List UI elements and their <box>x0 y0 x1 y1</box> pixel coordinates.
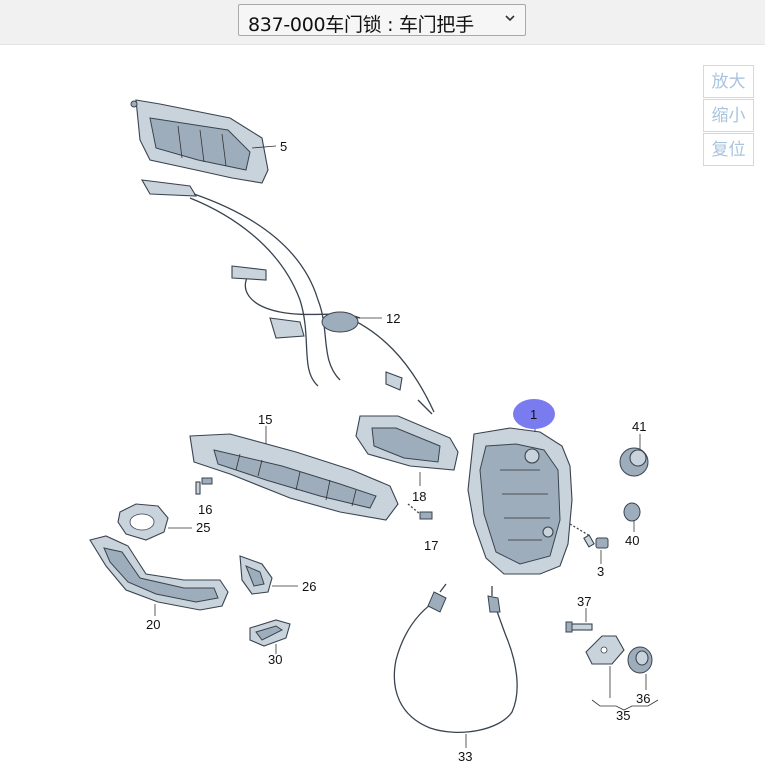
callout-33[interactable]: 33 <box>458 749 472 764</box>
callout-17[interactable]: 17 <box>424 538 438 553</box>
callout-1[interactable]: 1 <box>530 407 537 422</box>
callout-25[interactable]: 25 <box>196 520 210 535</box>
part-group-selector-value: 837-000车门锁 : 车门把手 <box>248 14 474 36</box>
part-26-cover-cap[interactable] <box>239 555 273 595</box>
exploded-parts-diagram: 1 3 5 12 15 16 17 18 20 25 26 30 33 35 3… <box>89 99 659 764</box>
callout-41[interactable]: 41 <box>632 419 646 434</box>
chevron-down-icon <box>505 15 515 22</box>
part-3-screw[interactable] <box>569 523 609 549</box>
part-15-handle-carrier[interactable] <box>189 433 399 521</box>
reset-zoom-button[interactable]: 复位 <box>703 133 754 166</box>
zoom-in-button[interactable]: 放大 <box>703 65 754 98</box>
callout-26[interactable]: 26 <box>302 579 316 594</box>
callout-20[interactable]: 20 <box>146 617 160 632</box>
zoom-controls: 放大 缩小 复位 <box>703 65 754 167</box>
part-5-inner-handle-housing[interactable] <box>130 99 269 184</box>
part-35-hinge-plate[interactable] <box>585 635 625 665</box>
part-37-screw[interactable] <box>565 621 593 633</box>
part-1-highlight-marker[interactable] <box>513 399 555 429</box>
callout-5[interactable]: 5 <box>280 139 287 154</box>
callout-3[interactable]: 3 <box>597 564 604 579</box>
callout-16[interactable]: 16 <box>198 502 212 517</box>
part-25-gasket[interactable] <box>117 503 169 541</box>
callout-18[interactable]: 18 <box>412 489 426 504</box>
part-20-outer-door-handle[interactable] <box>89 535 229 611</box>
callout-15[interactable]: 15 <box>258 412 272 427</box>
part-17-screw[interactable] <box>407 503 433 520</box>
part-41-grommet[interactable] <box>619 447 649 477</box>
part-40-cap[interactable] <box>623 502 641 522</box>
part-16-screw[interactable] <box>195 477 213 495</box>
top-toolbar: 837-000车门锁 : 车门把手 <box>0 0 765 45</box>
part-18-bracket[interactable] <box>355 415 459 471</box>
callout-37[interactable]: 37 <box>577 594 591 609</box>
callout-36[interactable]: 36 <box>636 691 650 706</box>
zoom-out-button[interactable]: 缩小 <box>703 99 754 132</box>
part-12-cable-assembly[interactable] <box>140 179 435 415</box>
callout-35[interactable]: 35 <box>616 708 630 723</box>
part-33-bowden-cable[interactable] <box>393 583 518 734</box>
part-30-insert[interactable] <box>249 619 291 647</box>
part-1-door-lock[interactable] <box>467 427 573 575</box>
callout-30[interactable]: 30 <box>268 652 282 667</box>
callout-40[interactable]: 40 <box>625 533 639 548</box>
part-group-selector[interactable]: 837-000车门锁 : 车门把手 <box>238 4 526 36</box>
callout-12[interactable]: 12 <box>386 311 400 326</box>
part-36-round-cap[interactable] <box>627 646 653 674</box>
